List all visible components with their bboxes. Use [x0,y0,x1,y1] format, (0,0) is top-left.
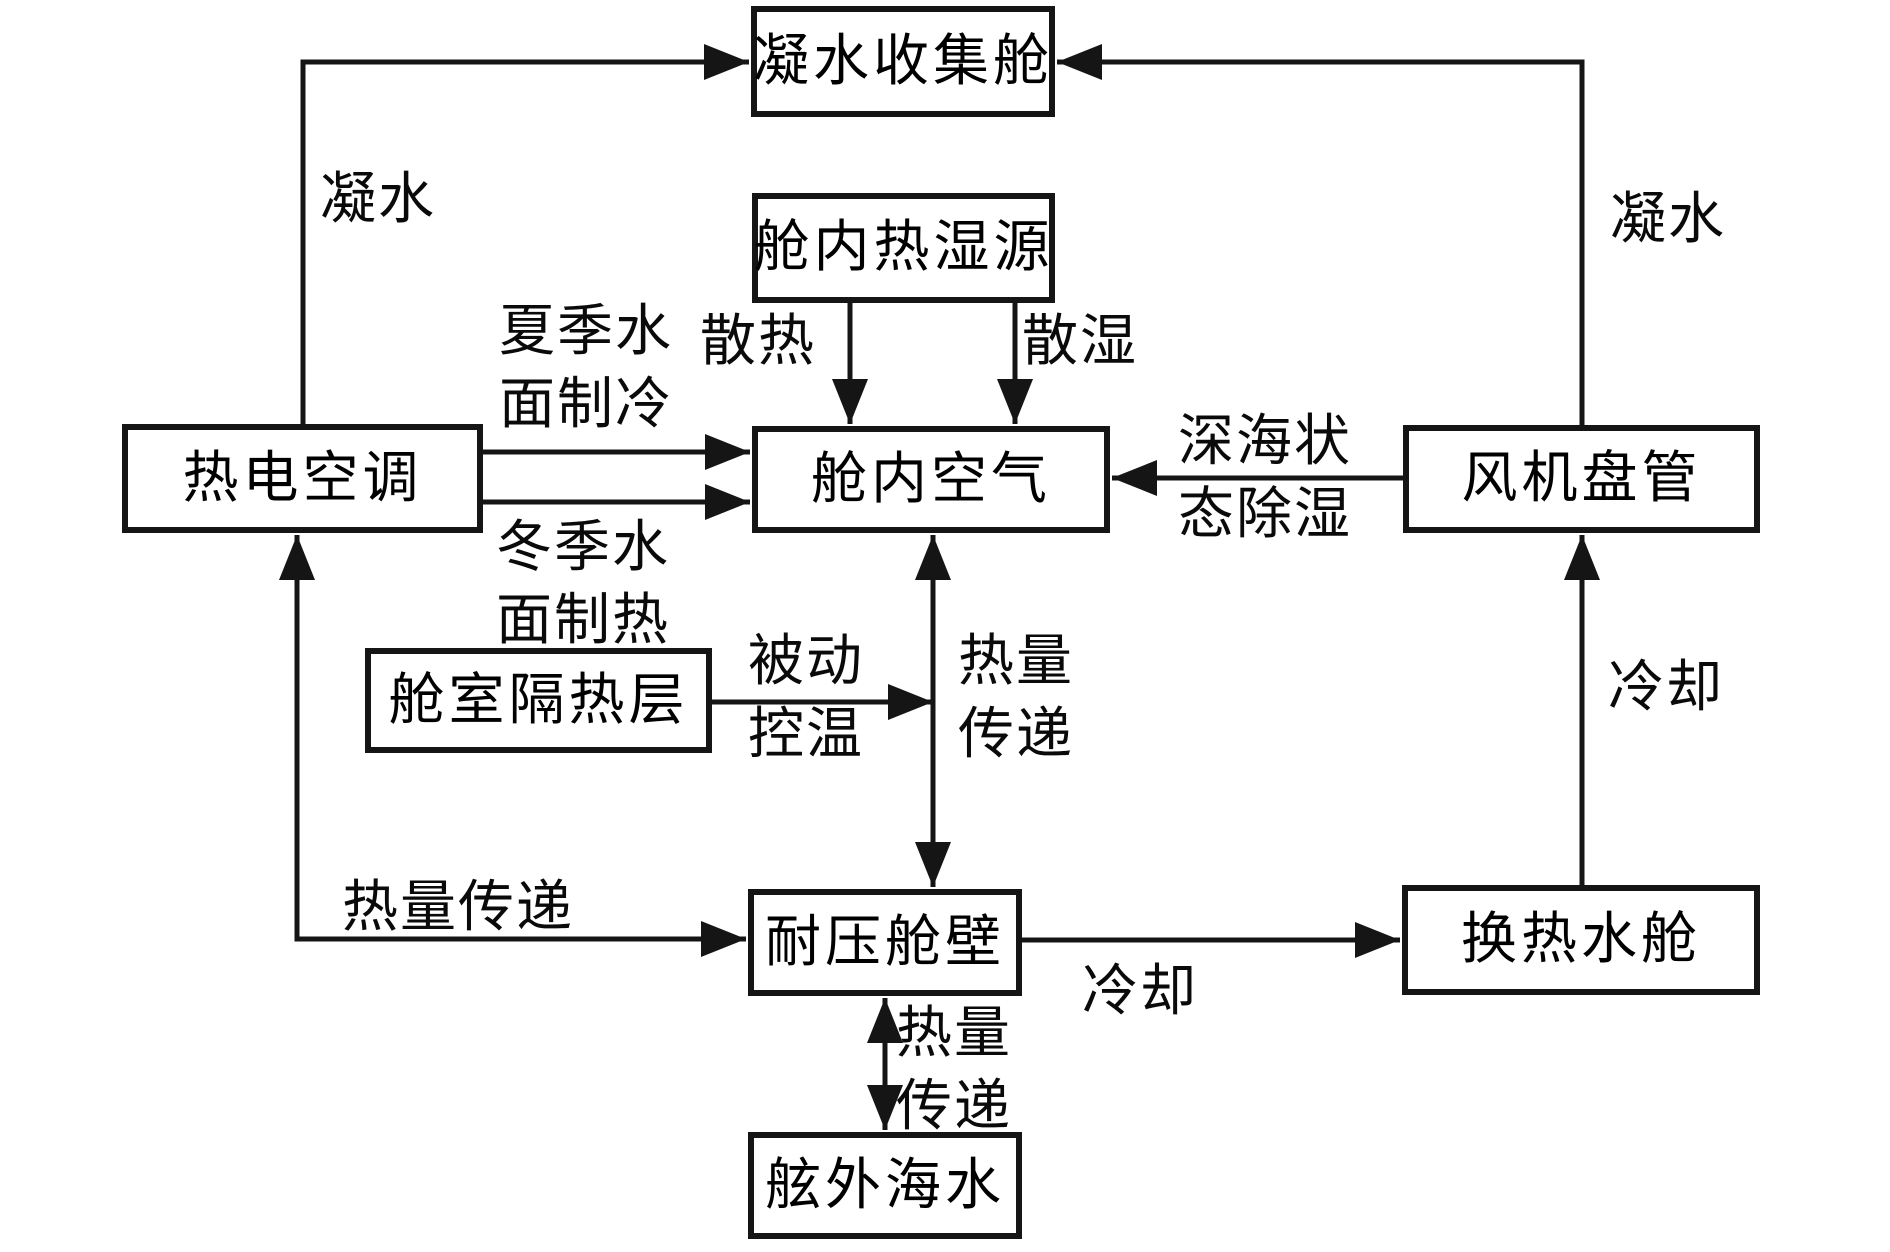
box-cabin-insulation-layer: 舱室隔热层 [365,648,712,753]
box-heat-exchange-water-tank: 换热水舱 [1402,885,1760,995]
label-winter-surface-heating: 冬季水 面制热 [496,517,670,652]
box-condensate-collection-chamber: 凝水收集舱 [751,6,1055,117]
label-summer-surface-cooling: 夏季水 面制冷 [499,301,673,436]
label-condensate-right: 凝水 [1610,189,1726,251]
label-heat-transfer-left: 热量传递 [342,877,574,939]
box-fan-coil-unit: 风机盘管 [1403,425,1760,533]
box-label: 耐压舱壁 [765,911,1005,974]
box-cabin-heat-moisture-source: 舱内热湿源 [752,193,1055,303]
label-passive-temperature-control: 被动 控温 [748,631,864,766]
label-cooling-bottom: 冷却 [1082,961,1198,1023]
box-thermoelectric-air-conditioner: 热电空调 [122,424,483,533]
box-cabin-air: 舱内空气 [752,426,1110,533]
arrow-condensate-left [300,44,749,424]
arrow-condensate-right [1057,44,1585,425]
box-label: 热电空调 [182,447,423,510]
box-label: 凝水收集舱 [753,30,1053,93]
box-label: 风机盘管 [1461,448,1702,510]
label-heat-transfer-bottom: 热量 传递 [896,1003,1012,1138]
label-cooling-right: 冷却 [1608,657,1724,719]
box-label: 舱室隔热层 [388,669,689,732]
label-heat-dissipation: 散热 [700,311,816,373]
box-label: 舱内空气 [811,448,1051,511]
box-label: 舱内热湿源 [753,217,1054,279]
label-moisture-dissipation: 散湿 [1022,311,1138,373]
label-condensate-left: 凝水 [320,169,436,231]
box-pressure-hull-bulkhead: 耐压舱壁 [748,889,1022,996]
box-outboard-seawater: 舷外海水 [748,1132,1022,1239]
box-label: 换热水舱 [1461,909,1701,971]
label-deep-sea-dehumidification: 深海状 态除湿 [1178,411,1352,546]
label-heat-transfer-center: 热量 传递 [958,631,1074,766]
arrow-heat-transfer-left [279,535,746,957]
box-label: 舷外海水 [765,1154,1005,1217]
